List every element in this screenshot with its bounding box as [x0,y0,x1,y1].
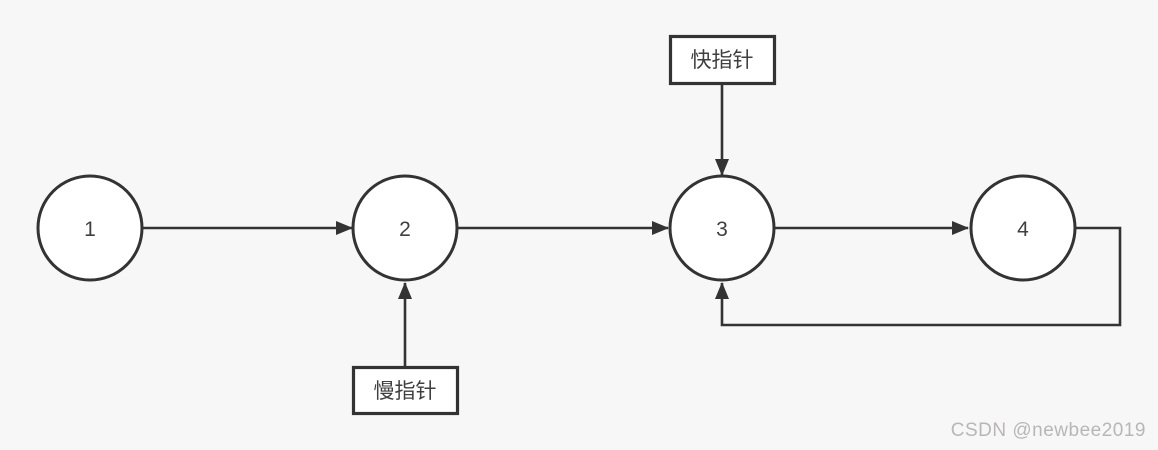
watermark: CSDN @newbee2019 [950,420,1146,441]
node-4: 4 [969,174,1077,282]
node-3: 3 [668,174,776,282]
node-2: 2 [351,174,459,282]
edge-node4-loop-to-node3 [715,226,1122,327]
node-1-circle [36,174,144,282]
fast-pointer-label-box [668,34,777,86]
slow-pointer-label: 慢指针 [374,380,437,403]
slow-pointer-label-box [351,365,460,416]
fast-pointer-annotation: 快指针 [668,34,777,176]
node-3-label: 3 [716,218,728,241]
fast-pointer-label: 快指针 [691,49,754,72]
node-4-circle [969,174,1077,282]
node-1-label: 1 [84,218,96,241]
slow-pointer-annotation: 慢指针 [351,282,460,416]
node-2-circle [351,174,459,282]
node-2-label: 2 [399,218,411,241]
node-3-circle [668,174,776,282]
node-1: 1 [36,174,144,282]
node-4-label: 4 [1017,218,1029,241]
